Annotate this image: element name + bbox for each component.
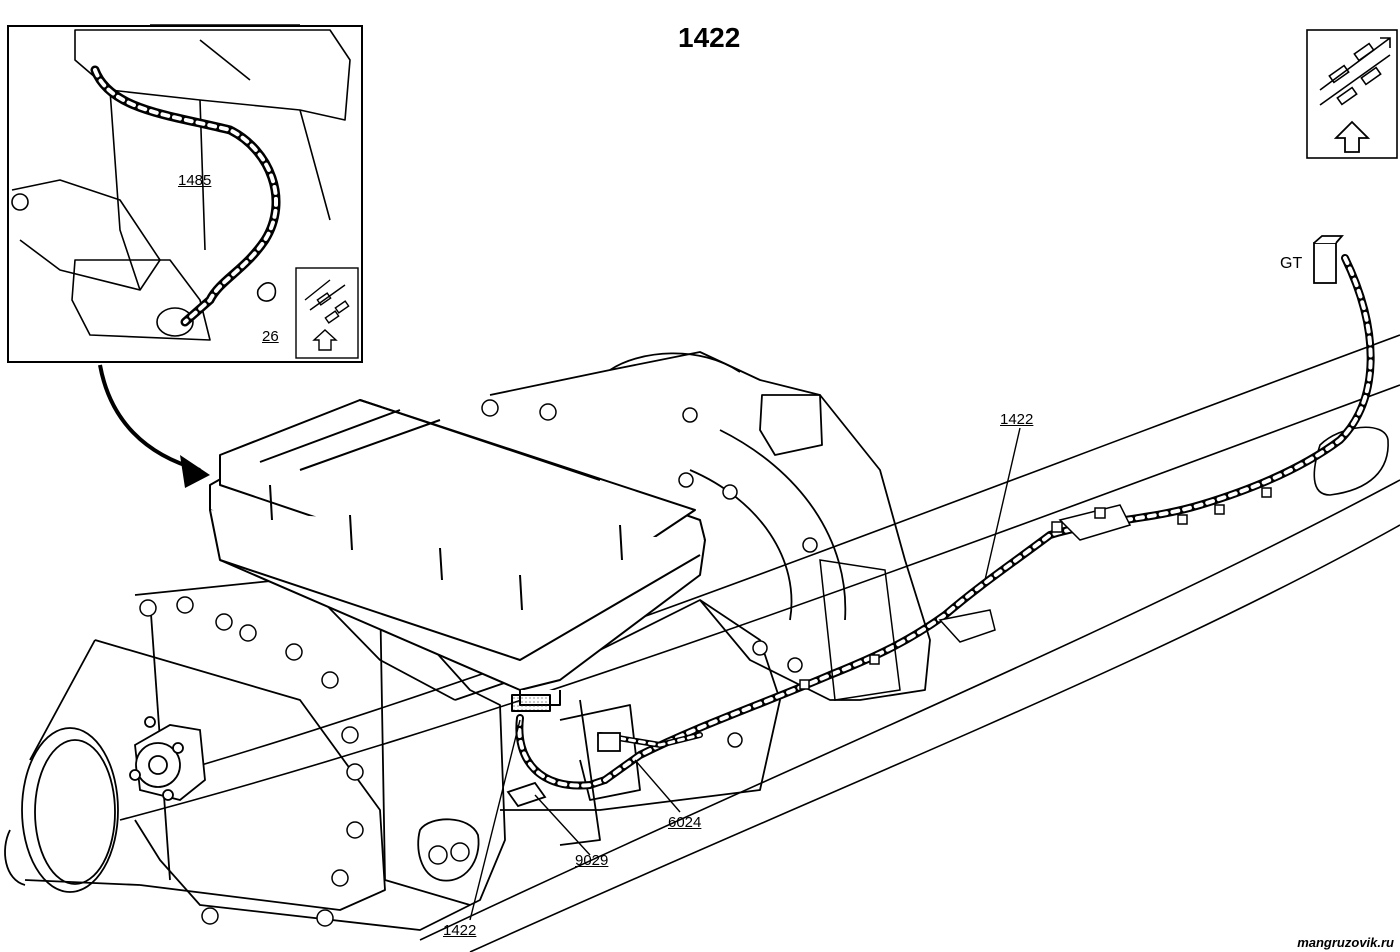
- label-9029: 9029: [575, 852, 609, 869]
- label-1485: 1485: [178, 172, 212, 189]
- inset-orientation-icon: [295, 267, 359, 359]
- label-gt: GT: [1280, 255, 1303, 272]
- frame-rails: [119, 334, 1400, 952]
- speed-sensor-9029: [506, 781, 547, 808]
- inset-detail: [11, 24, 351, 341]
- connector-6024: [597, 732, 621, 752]
- housing-bolts: [139, 399, 818, 927]
- inset-pointer-arrow: [98, 364, 201, 472]
- label-1422-lower: 1422: [443, 922, 477, 939]
- control-unit-box: [209, 399, 706, 712]
- inset-pointer-arrowhead: [180, 455, 210, 488]
- up-arrow-icon: [1333, 120, 1371, 153]
- label-1422-upper: 1422: [1000, 411, 1034, 428]
- front-pump: [129, 716, 206, 801]
- label-26: 26: [262, 328, 279, 345]
- inset-harness-1485: [90, 65, 281, 327]
- label-6024: 6024: [668, 814, 702, 831]
- ground-terminal: [1313, 235, 1344, 284]
- watermark: mangruzovik.ru: [1297, 935, 1394, 950]
- harness-clips: [799, 487, 1272, 701]
- diagram-title: 1422: [678, 22, 741, 53]
